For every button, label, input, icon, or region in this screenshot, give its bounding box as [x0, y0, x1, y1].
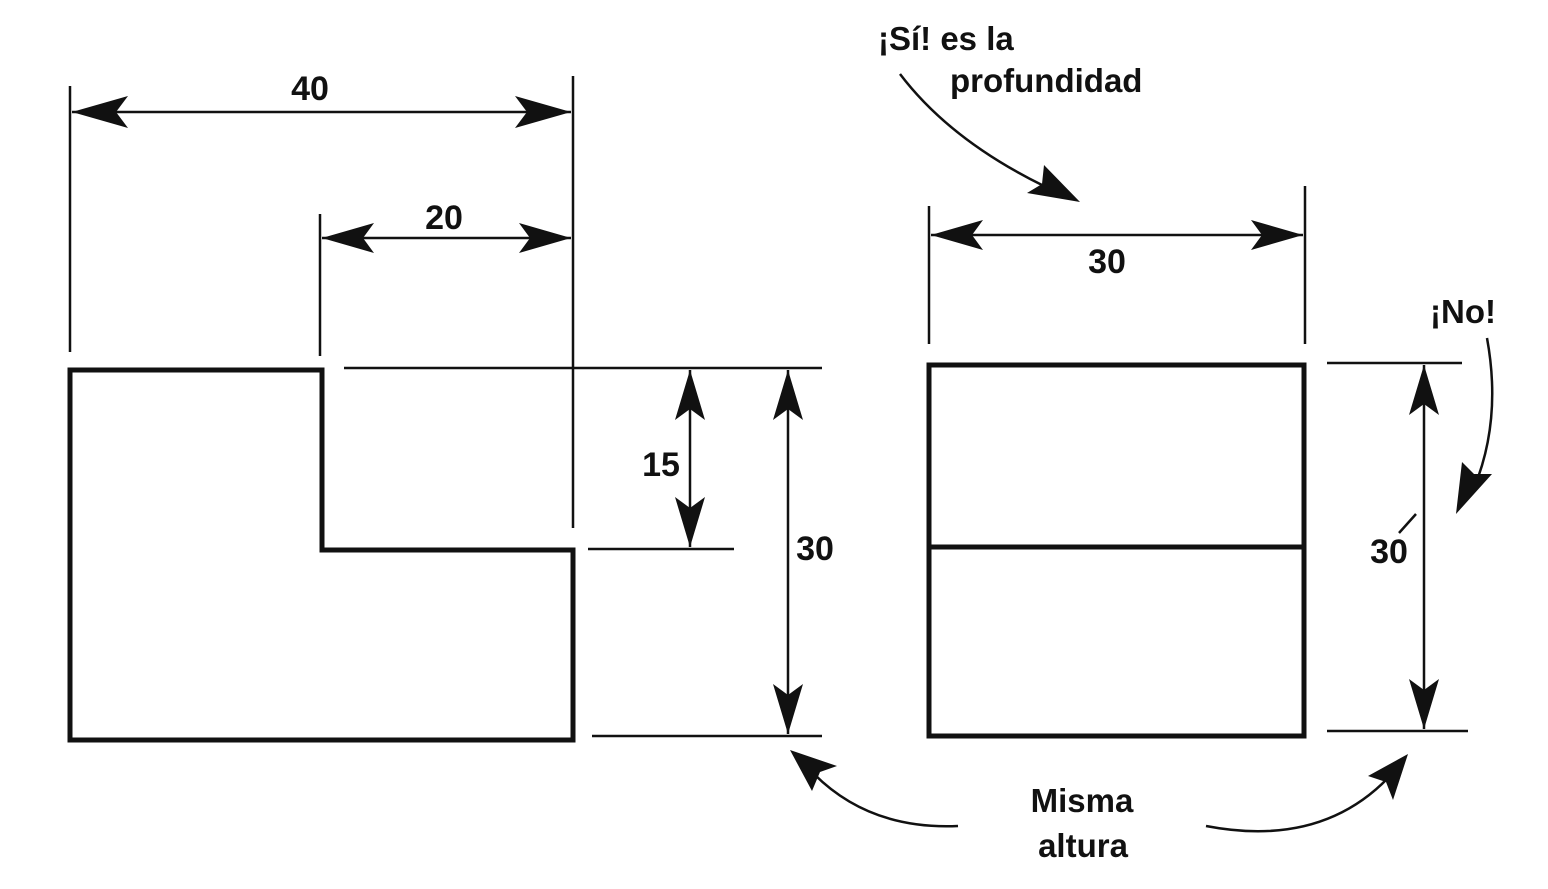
arrowhead-misma-left — [790, 750, 837, 791]
arrow-si-curve — [899, 73, 1045, 188]
arrow-misma-right-curve — [1205, 777, 1389, 833]
arrowhead-misma-right — [1368, 754, 1408, 800]
arrowhead-30-front-top — [773, 370, 803, 420]
note-no: ¡No! — [1430, 293, 1496, 330]
dim-label-40: 40 — [291, 70, 329, 108]
dim-label-30-depth: 30 — [1088, 243, 1126, 281]
arrowhead-30-depth-right — [1251, 220, 1303, 250]
arrowhead-40-left — [72, 96, 128, 128]
arrowhead-15-top — [675, 370, 705, 420]
arrowhead-20-left — [322, 223, 374, 253]
arrowhead-no — [1456, 462, 1492, 514]
arrow-misma-left-curve — [813, 773, 959, 828]
dim-label-30-front: 30 — [796, 530, 834, 568]
arrowhead-30-front-bottom — [773, 684, 803, 734]
dim-label-15: 15 — [642, 446, 680, 484]
arrowhead-15-bottom — [675, 497, 705, 547]
arrowhead-30-side-bottom — [1409, 679, 1439, 729]
dim-label-30-side: 30 — [1370, 533, 1408, 571]
side-view-outline — [926, 362, 1307, 739]
arrowhead-si — [1027, 165, 1080, 202]
front-view-outline — [67, 367, 576, 743]
arrowhead-30-side-top — [1409, 365, 1439, 415]
note-misma-line1: Misma — [1031, 782, 1134, 819]
arrow-no-curve — [1472, 337, 1494, 489]
arrowhead-20-right — [519, 223, 571, 253]
arrowhead-40-right — [515, 96, 571, 128]
dim-label-20: 20 — [425, 199, 463, 237]
arrowhead-30-depth-left — [931, 220, 983, 250]
note-misma-line2: altura — [1038, 827, 1129, 864]
note-si-line1: ¡Sí! es la — [878, 20, 1014, 57]
leader-30-side — [1398, 513, 1417, 534]
note-si-line2: profundidad — [950, 62, 1142, 99]
